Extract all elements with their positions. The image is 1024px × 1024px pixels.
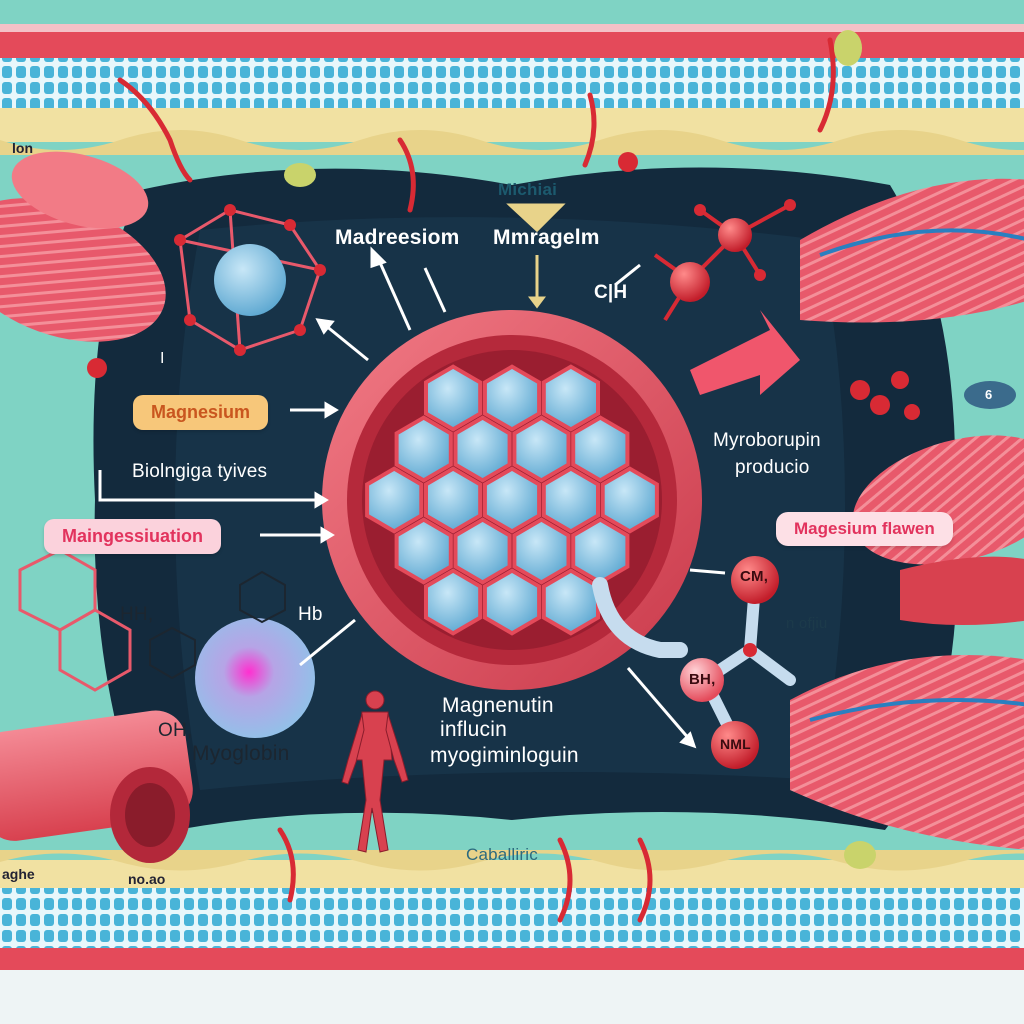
mmragelm-label: Mmragelm bbox=[493, 226, 600, 249]
hexagon-cell bbox=[424, 466, 483, 534]
hexagon-cell bbox=[600, 466, 659, 534]
atom-nm-label: NML bbox=[720, 736, 751, 752]
hexagon-cell bbox=[541, 568, 600, 636]
top-header-label: Michiai bbox=[498, 180, 558, 199]
madreesiom-label: Madreesiom bbox=[335, 226, 460, 249]
oftio-label: n ofjiu bbox=[786, 615, 828, 632]
myogiminloguin-label: myogiminloguin bbox=[430, 744, 579, 767]
hb-label: Hb bbox=[298, 604, 323, 625]
hexagon-cell bbox=[394, 517, 453, 585]
corner-top-left-label: lon bbox=[12, 140, 33, 156]
myroborupin-label: Myroborupin bbox=[713, 430, 821, 451]
hh-label: HH, bbox=[120, 604, 154, 625]
human-figure bbox=[341, 690, 409, 853]
influcin-label: influcin bbox=[440, 718, 507, 741]
bottom-membrane bbox=[0, 850, 1024, 1024]
hexagon-cell bbox=[365, 466, 424, 534]
magnesium-pill: Magnesium bbox=[133, 395, 269, 430]
maingessiuation-pill: Maingessiuation bbox=[44, 519, 222, 554]
hexagon-cell bbox=[424, 568, 483, 636]
bionigiga-label: Biolngiga tyives bbox=[132, 461, 268, 482]
muscle-fiber-left bbox=[0, 151, 193, 863]
hexagon-cell bbox=[541, 466, 600, 534]
atom-bh-label: BH, bbox=[689, 671, 716, 688]
hexagon-cell bbox=[571, 517, 630, 585]
magesium-flawen-pill: Magesium flawen bbox=[776, 512, 953, 546]
hexagon-cluster bbox=[365, 364, 659, 636]
hexagon-cell bbox=[482, 568, 542, 636]
oh-label: OH, bbox=[158, 720, 193, 741]
corner-bottom-left-label: aghe bbox=[2, 866, 35, 882]
membrane-proteins bbox=[117, 37, 836, 923]
hexagon-cell bbox=[424, 364, 483, 432]
caballiric-label: Caballiric bbox=[466, 845, 538, 864]
hexagon-cell bbox=[453, 517, 512, 585]
myoglobin-sphere bbox=[195, 618, 315, 738]
circle-six-label: 6 bbox=[985, 387, 993, 402]
spiky-cell bbox=[214, 244, 286, 316]
hexagon-cell bbox=[512, 517, 571, 585]
hexagon-cell bbox=[482, 364, 542, 432]
ch-label: C|H bbox=[594, 282, 628, 303]
top-membrane bbox=[0, 24, 1024, 155]
pink-arrow bbox=[690, 310, 800, 395]
hexagon-cell bbox=[482, 466, 542, 534]
myoglobin-label: Myoglobin bbox=[192, 742, 290, 765]
hexagon-cell bbox=[394, 415, 453, 483]
magnenutin-label: Magnenutin bbox=[442, 694, 554, 717]
hexagon-cell bbox=[571, 415, 630, 483]
hexagon-cell bbox=[512, 415, 571, 483]
producio-label: producio bbox=[735, 457, 810, 478]
pointer-arrows bbox=[98, 246, 726, 749]
hexagon-cell bbox=[541, 364, 600, 432]
corner-bottom-mid-label: no.ao bbox=[128, 871, 166, 887]
hexagon-cell bbox=[453, 415, 512, 483]
atom-cm-label: CM, bbox=[740, 568, 769, 585]
ring-label: I bbox=[160, 350, 165, 367]
